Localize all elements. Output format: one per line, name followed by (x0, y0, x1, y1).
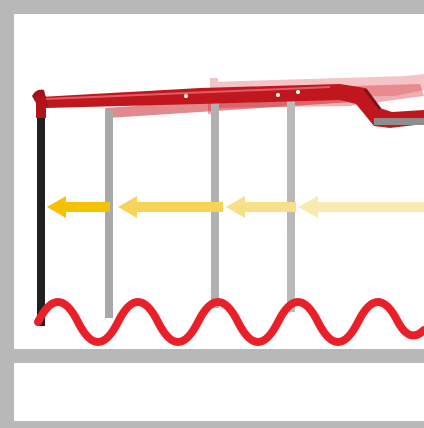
ghost-hose-1 (105, 110, 113, 318)
active-hose-joint (36, 96, 46, 118)
active-hose (37, 104, 45, 326)
bottom-panel (14, 363, 424, 421)
left-arrow-icon (47, 196, 424, 218)
sine-wave-icon (34, 298, 424, 346)
